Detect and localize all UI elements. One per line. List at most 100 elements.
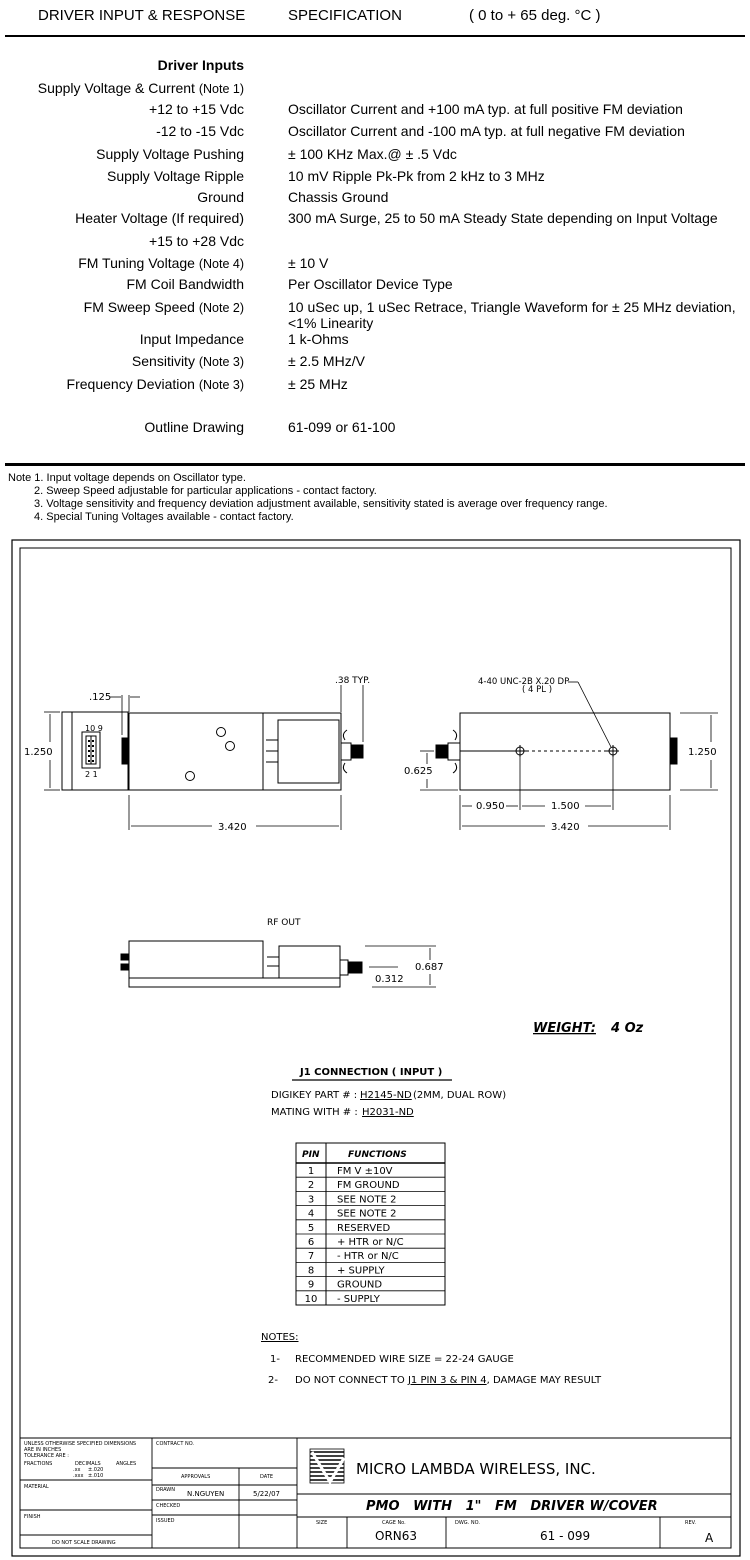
drawing-note-2: DO NOT CONNECT TO J1 PIN 3 & PIN 4, DAMA… [295, 1375, 602, 1386]
svg-text:ANGLES: ANGLES [116, 1461, 136, 1467]
spec-value-cont: <1% Linearity [288, 315, 374, 331]
svg-text:DRAWN: DRAWN [156, 1487, 175, 1493]
top-view-left [61, 711, 364, 791]
pin-number: 3 [308, 1194, 314, 1205]
svg-text:DECIMALS: DECIMALS [75, 1461, 101, 1467]
spec-value: 300 mA Surge, 25 to 50 mA Steady State d… [288, 210, 718, 226]
functions-header: FUNCTIONS [348, 1150, 407, 1160]
spec-label-text: -12 to -15 Vdc [156, 123, 244, 139]
pin-number: 1 [308, 1166, 314, 1177]
spec-notes: Note 1. Input voltage depends on Oscilla… [8, 472, 608, 524]
spec-label-text: Sensitivity [131, 353, 195, 369]
j1-title: J1 CONNECTION ( INPUT ) [299, 1067, 442, 1078]
pin-header: PIN [302, 1150, 320, 1160]
svg-text:CHECKED: CHECKED [156, 1503, 180, 1509]
weight-label: WEIGHT: [533, 1021, 596, 1036]
header-col1: DRIVER INPUT & RESPONSE [38, 7, 246, 24]
sheet-border-outer [11, 539, 741, 1557]
pin-function: RESERVED [337, 1223, 390, 1234]
dim-3420-left: 3.420 [218, 822, 247, 833]
spec-label: Heater Voltage (If required) [75, 210, 244, 226]
spec-value: 1 k-Ohms [288, 331, 349, 347]
note-line: Note 1. Input voltage depends on Oscilla… [8, 472, 246, 484]
svg-text:MATERIAL: MATERIAL [24, 1484, 49, 1490]
company-logo [309, 1448, 346, 1485]
pin-number: 2 [308, 1180, 314, 1191]
spec-value: Oscillator Current and +100 mA typ. at f… [288, 101, 683, 117]
svg-text:ISSUED: ISSUED [156, 1518, 175, 1524]
spec-label-text: Supply Voltage Ripple [107, 168, 244, 184]
spec-value: 10 mV Ripple Pk-Pk from 2 kHz to 3 MHz [288, 168, 545, 184]
pin-function: + SUPPLY [337, 1265, 386, 1276]
svg-text:TOLERANCE ARE :: TOLERANCE ARE : [23, 1453, 69, 1459]
digikey-label: DIGIKEY PART # : [271, 1090, 357, 1101]
svg-text:DO NOT SCALE DRAWING: DO NOT SCALE DRAWING [52, 1540, 116, 1546]
spec-label-text: Supply Voltage Pushing [96, 146, 244, 162]
spec-label-text: FM Tuning Voltage [78, 255, 195, 271]
sheet-border-inner [19, 547, 732, 1549]
spec-label: Supply Voltage Ripple [107, 168, 244, 184]
dims-left-view [44, 685, 364, 830]
svg-text:APPROVALS: APPROVALS [181, 1474, 210, 1480]
dwg-value: 61 - 099 [540, 1529, 590, 1543]
svg-text:REV.: REV. [685, 1520, 696, 1526]
side-view [120, 940, 363, 988]
pin-number: 6 [308, 1237, 314, 1248]
dim-0950: 0.950 [476, 801, 505, 812]
spec-value: Chassis Ground [288, 189, 389, 205]
dim-0687: 0.687 [415, 962, 444, 973]
spec-value: 61-099 or 61-100 [288, 419, 396, 435]
cage-value: ORN63 [375, 1529, 417, 1543]
spec-label: Outline Drawing [144, 419, 244, 435]
drawing-note-2-num: 2- [268, 1375, 278, 1386]
spec-label: Ground [197, 189, 244, 205]
spec-label-text: +15 to +28 Vdc [149, 233, 244, 249]
spec-label: FM Sweep Speed (Note 2) [84, 299, 244, 315]
spec-label-text: Ground [197, 189, 244, 205]
pin-function: + HTR or N/C [337, 1237, 404, 1248]
svg-text:.xxx: .xxx [73, 1473, 84, 1479]
pin-number: 10 [305, 1294, 318, 1305]
pin-function: - SUPPLY [337, 1294, 381, 1305]
spec-label: FM Coil Bandwidth [127, 276, 245, 292]
spec-label-text: Frequency Deviation [66, 376, 195, 392]
digikey-suffix: (2MM, DUAL ROW) [413, 1090, 506, 1101]
spec-label: Supply Voltage Pushing [96, 146, 244, 162]
dims-right-view [420, 681, 718, 830]
spec-label: +15 to +28 Vdc [149, 233, 244, 249]
pin-grid [88, 740, 94, 762]
drawn-date: 5/22/07 [253, 1490, 280, 1498]
dim-125: .125 [89, 692, 111, 703]
spec-label: +12 to +15 Vdc [149, 101, 244, 117]
pin-number: 8 [308, 1265, 314, 1276]
svg-text:CONTRACT NO.: CONTRACT NO. [156, 1441, 194, 1447]
hole-note-pl: ( 4 PL ) [522, 685, 552, 695]
svg-text:DWG. NO.: DWG. NO. [455, 1520, 480, 1526]
pin-function: FM GROUND [337, 1180, 400, 1191]
note-line: 2. Sweep Speed adjustable for particular… [34, 485, 377, 497]
pins-top-label: 10 9 [85, 724, 103, 733]
mating-part: H2031-ND [362, 1107, 414, 1118]
rev-value: A [705, 1531, 714, 1545]
drawing-title: PMO WITH 1" FM DRIVER W/COVER [366, 1499, 658, 1514]
dims-side-view [365, 945, 436, 988]
drawing-notes-title: NOTES: [261, 1332, 299, 1343]
pin-function: - HTR or N/C [337, 1251, 399, 1262]
pin-number: 7 [308, 1251, 314, 1262]
header-col2: SPECIFICATION [288, 7, 402, 24]
spec-label-text: Supply Voltage & Current [37, 80, 195, 96]
mating-label: MATING WITH # : [271, 1107, 358, 1118]
title-block [20, 1437, 731, 1548]
svg-text:SIZE: SIZE [316, 1520, 327, 1526]
section-title: Driver Inputs [157, 57, 244, 73]
pin-function: SEE NOTE 2 [337, 1209, 396, 1220]
top-view-right [435, 712, 678, 791]
dim-3420-right: 3.420 [551, 822, 580, 833]
spec-label-text: FM Sweep Speed [83, 299, 195, 315]
svg-text:±.020: ±.020 [88, 1467, 103, 1473]
header-rule [5, 35, 745, 37]
pin-function: FM V ±10V [337, 1166, 393, 1177]
svg-text:.xx: .xx [73, 1467, 81, 1473]
header-col3: ( 0 to + 65 deg. °C ) [469, 7, 601, 24]
